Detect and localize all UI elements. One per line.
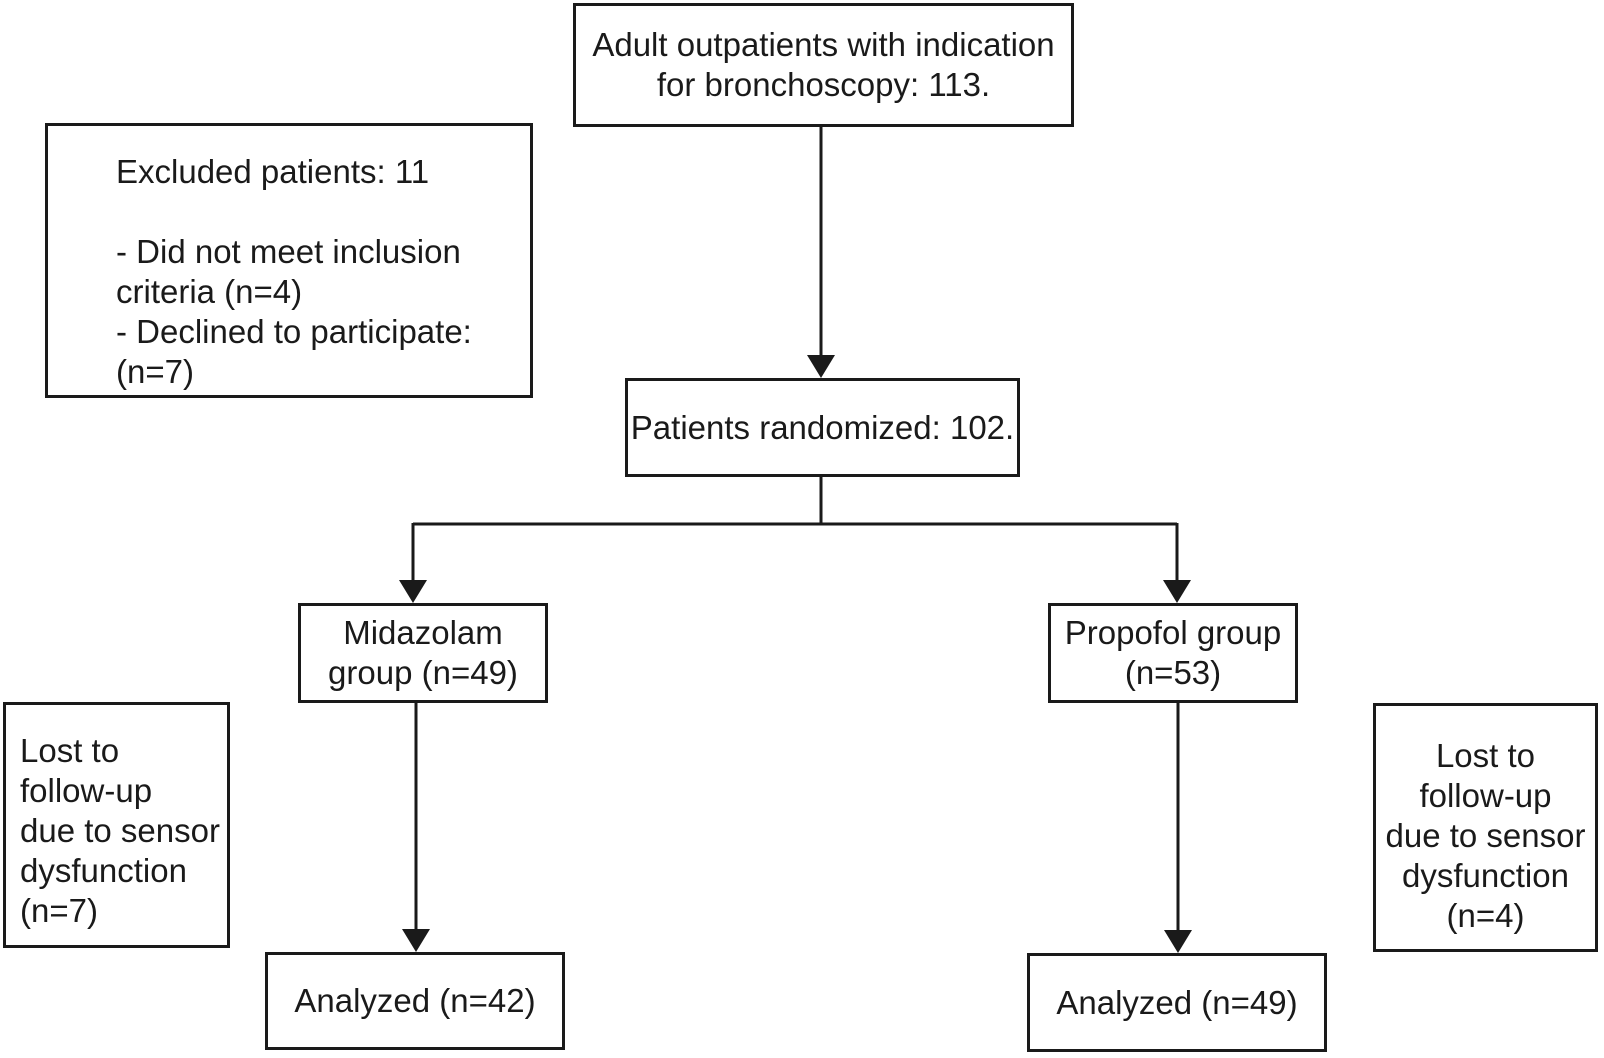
enrollment-box: Adult outpatients with indication for br… bbox=[573, 3, 1074, 127]
arrowhead-icon bbox=[1163, 580, 1191, 603]
lost-followup-line: (n=7) bbox=[20, 892, 98, 929]
excluded-title: Excluded patients: 11 bbox=[116, 153, 430, 190]
connector-midazolam-to-analyzed bbox=[402, 703, 430, 952]
analyzed-line: Analyzed (n=49) bbox=[1056, 983, 1298, 1021]
lost-followup-propofol-box: Lost to follow-up due to sensor dysfunct… bbox=[1373, 703, 1598, 952]
connector-propofol-to-analyzed bbox=[1164, 703, 1192, 953]
midazolam-group-line: Midazolam bbox=[343, 614, 503, 651]
lost-followup-line: (n=4) bbox=[1446, 897, 1525, 934]
arrowhead-icon bbox=[402, 929, 430, 952]
analyzed-line: Analyzed (n=42) bbox=[294, 982, 536, 1019]
excluded-reason-line: (n=7) bbox=[116, 353, 194, 390]
propofol-group-line: Propofol group bbox=[1064, 614, 1282, 651]
excluded-reason-line: criteria (n=4) bbox=[116, 273, 303, 310]
lost-followup-line: dysfunction bbox=[20, 852, 187, 889]
enrollment-line: Adult outpatients with indication bbox=[592, 26, 1055, 63]
lost-followup-line: due to sensor bbox=[20, 812, 220, 849]
lost-followup-line: follow-up bbox=[1419, 777, 1552, 814]
randomized-line: Patients randomized: 102. bbox=[630, 408, 1015, 446]
arrowhead-icon bbox=[807, 355, 835, 378]
analyzed-propofol-box: Analyzed (n=49) bbox=[1027, 953, 1327, 1052]
arrowhead-icon bbox=[1164, 930, 1192, 953]
connector-enrollment-to-randomized bbox=[807, 127, 835, 378]
analyzed-midazolam-box: Analyzed (n=42) bbox=[265, 952, 565, 1050]
lost-followup-line: dysfunction bbox=[1402, 857, 1569, 894]
midazolam-group-line: group (n=49) bbox=[328, 654, 518, 691]
lost-followup-midazolam-box: Lost to follow-up due to sensor dysfunct… bbox=[3, 702, 230, 948]
arrowhead-icon bbox=[399, 580, 427, 603]
lost-followup-line: Lost to bbox=[20, 732, 120, 769]
lost-followup-line: Lost to bbox=[1435, 737, 1536, 774]
lost-followup-line: follow-up bbox=[20, 772, 153, 809]
propofol-group-box: Propofol group (n=53) bbox=[1048, 603, 1298, 703]
midazolam-group-box: Midazolam group (n=49) bbox=[298, 603, 548, 703]
excluded-spacer bbox=[116, 192, 520, 232]
randomized-box: Patients randomized: 102. bbox=[625, 378, 1020, 477]
enrollment-line: for bronchoscopy: 113. bbox=[656, 66, 991, 103]
excluded-reason-line: - Declined to participate: bbox=[116, 313, 472, 350]
excluded-reason-line: - Did not meet inclusion bbox=[116, 233, 461, 270]
lost-followup-line: due to sensor bbox=[1385, 817, 1586, 854]
excluded-box: Excluded patients: 11 - Did not meet inc… bbox=[45, 123, 533, 398]
propofol-group-line: (n=53) bbox=[1124, 654, 1222, 691]
connector-randomized-to-groups bbox=[399, 477, 1191, 603]
